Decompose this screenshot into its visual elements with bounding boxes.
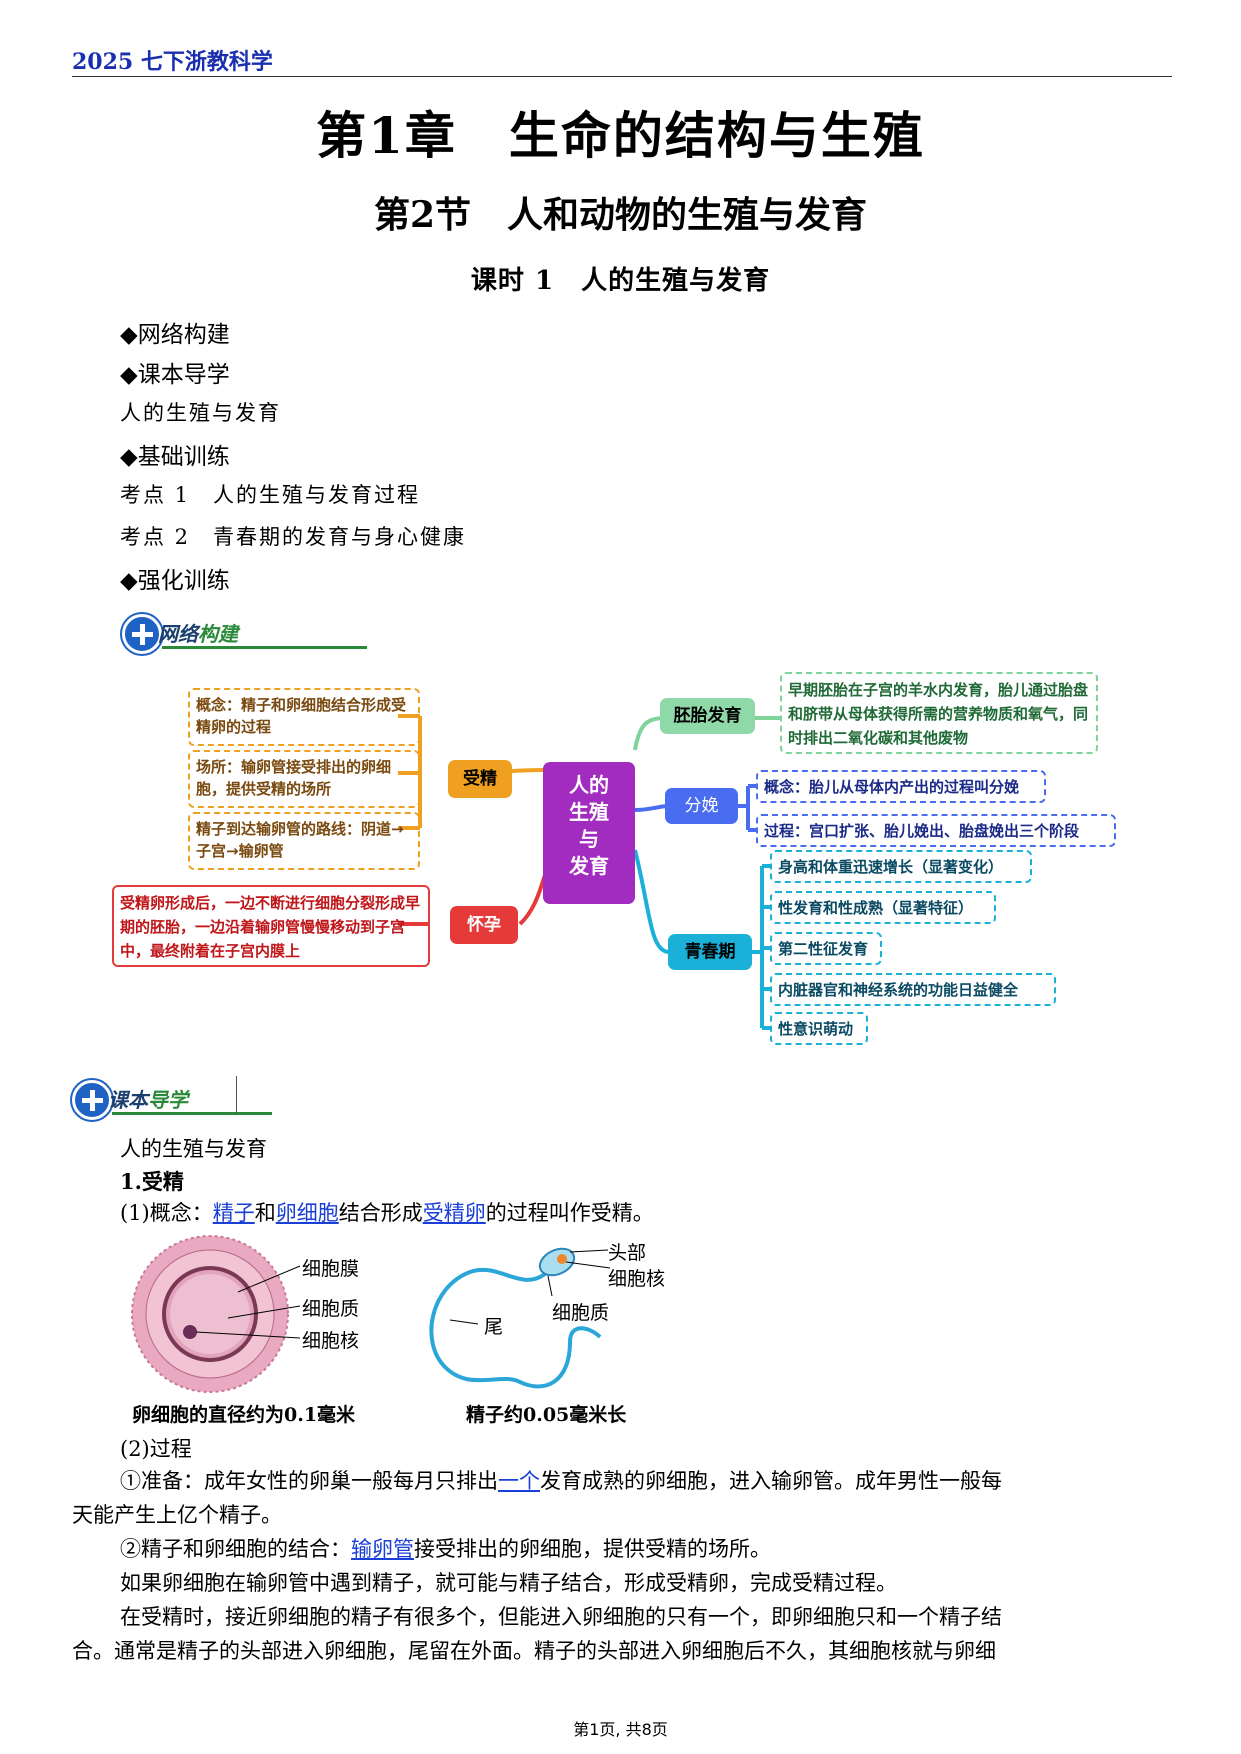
badge-network-a: 网络 <box>158 622 198 646</box>
p2-text-a: ②精子和卵细胞的结合： <box>120 1537 351 1561</box>
fertilization-site: 场所：输卵管接受排出的卵细胞，提供受精的场所 <box>188 750 420 808</box>
node-pregnancy: 怀孕 <box>450 906 518 944</box>
egg-caption: 卵细胞的直径约为0.1毫米 <box>132 1404 356 1426</box>
fertilization-route: 精子到达输卵管的路线：阴道→子宫→输卵管 <box>188 812 420 870</box>
p1-text-a: ①准备：成年女性的卵巢一般每月只排出 <box>120 1469 498 1493</box>
page-footer: 第1页, 共8页 <box>573 1720 668 1739</box>
fertilization-concept: 概念：精子和卵细胞结合形成受精卵的过程 <box>188 688 420 746</box>
header-rule <box>72 76 1172 77</box>
badge-underline <box>112 1112 272 1115</box>
egg-cell-illustration <box>131 1235 301 1393</box>
badge-underline <box>162 646 367 649</box>
connector-pregnancy <box>518 874 547 926</box>
node-delivery: 分娩 <box>665 788 738 824</box>
sperm-label-nucleus: 细胞核 <box>608 1268 666 1290</box>
toc-advanced[interactable]: ◆强化训练 <box>120 568 230 594</box>
paragraph-4b: 合。通常是精子的头部进入卵细胞，尾留在外面。精子的头部进入卵细胞后不久，其细胞核… <box>72 1639 996 1663</box>
node-puberty: 青春期 <box>668 934 752 970</box>
connector-delivery <box>634 804 669 812</box>
badge-textbook-b: 导学 <box>148 1088 188 1112</box>
delivery-concept: 概念：胎儿从母体内产出的过程叫分娩 <box>756 770 1046 803</box>
p2-text-b: 接受排出的卵细胞，提供受精的场所。 <box>414 1537 771 1561</box>
toc-point-1[interactable]: 考点 1 人的生殖与发育过程 <box>120 483 421 507</box>
node-embryo: 胚胎发育 <box>660 698 755 734</box>
egg-label-nucleus: 细胞核 <box>302 1330 360 1352</box>
process-heading: (2)过程 <box>120 1437 192 1461</box>
sperm-illustration <box>429 1247 611 1389</box>
sperm-label-tail: 尾 <box>484 1316 504 1338</box>
puberty-item-4: 内脏器官和神经系统的功能日益健全 <box>770 973 1056 1006</box>
mindmap-connectors <box>398 714 780 1030</box>
egg-label-cytoplasm: 细胞质 <box>302 1298 360 1320</box>
badge-network-b: 构建 <box>198 622 238 646</box>
toc-basic[interactable]: ◆基础训练 <box>120 444 230 470</box>
puberty-item-2: 性发育和性成熟（显著特征） <box>770 891 996 924</box>
content-heading: 人的生殖与发育 <box>120 1137 267 1161</box>
concept-text-c: 的过程叫作受精。 <box>485 1201 654 1225</box>
chapter-title: 第1章 生命的结构与生殖 <box>316 106 925 165</box>
concept-text-and: 和 <box>254 1201 276 1225</box>
plus-icon <box>72 1080 112 1120</box>
pregnancy-description: 受精卵形成后，一边不断进行细胞分裂形成早期的胚胎，一边沿着输卵管慢慢移动到子宫中… <box>112 885 430 967</box>
concept-text-a: (1)概念： <box>120 1201 213 1225</box>
link-one[interactable]: 一个 <box>498 1469 540 1493</box>
plus-icon <box>122 614 162 654</box>
link-zygote[interactable]: 受精卵 <box>422 1201 486 1225</box>
concept-text-b: 结合形成 <box>338 1201 423 1225</box>
badge-divider <box>236 1076 237 1114</box>
puberty-item-1: 身高和体重迅速增长（显著变化） <box>770 850 1032 883</box>
link-egg[interactable]: 卵细胞 <box>275 1201 339 1225</box>
delivery-process: 过程：宫口扩张、胎儿娩出、胎盘娩出三个阶段 <box>756 814 1116 847</box>
embryo-description: 早期胚胎在子宫的羊水内发育，胎儿通过胎盘和脐带从母体获得所需的营养物质和氧气，同… <box>780 672 1098 754</box>
link-sperm[interactable]: 精子 <box>212 1201 255 1225</box>
paragraph-1-cont: 天能产生上亿个精子。 <box>72 1503 282 1527</box>
network-badge: 网络构建 <box>122 612 372 654</box>
concept-line: (1)概念：精子和卵细胞结合形成受精卵的过程叫作受精。 <box>120 1198 654 1229</box>
toc-point-2[interactable]: 考点 2 青春期的发育与身心健康 <box>120 525 467 549</box>
toc-network[interactable]: ◆网络构建 <box>120 322 230 348</box>
content-sub1: 1.受精 <box>120 1169 184 1194</box>
p1-text-b: 发育成熟的卵细胞，进入输卵管。成年男性一般每 <box>540 1469 1002 1493</box>
paragraph-2: ②精子和卵细胞的结合：输卵管接受排出的卵细胞，提供受精的场所。 <box>120 1534 771 1565</box>
node-fertilization: 受精 <box>448 760 512 798</box>
puberty-item-5: 性意识萌动 <box>770 1012 868 1045</box>
link-oviduct[interactable]: 输卵管 <box>351 1537 414 1561</box>
egg-label-membrane: 细胞膜 <box>302 1258 360 1280</box>
paragraph-4a: 在受精时，接近卵细胞的精子有很多个，但能进入卵细胞的只有一个，即卵细胞只和一个精… <box>120 1605 1002 1629</box>
sperm-label-cytoplasm: 细胞质 <box>552 1302 610 1324</box>
textbook-badge: 课本导学 <box>72 1078 322 1120</box>
lesson-title: 课时 1 人的生殖与发育 <box>470 266 771 296</box>
paragraph-1: ①准备：成年女性的卵巢一般每月只排出一个发育成熟的卵细胞，进入输卵管。成年男性一… <box>120 1466 1002 1497</box>
badge-textbook-a: 课本 <box>108 1088 148 1112</box>
sperm-caption: 精子约0.05毫米长 <box>466 1404 627 1426</box>
mindmap-center: 人的 生殖 与 发育 <box>543 762 635 904</box>
sperm-label-head: 头部 <box>608 1242 647 1264</box>
toc-textbook[interactable]: ◆课本导学 <box>120 362 230 388</box>
section-title: 第2节 人和动物的生殖与发育 <box>373 194 868 236</box>
puberty-item-3: 第二性征发育 <box>770 932 882 965</box>
paragraph-3: 如果卵细胞在输卵管中遇到精子，就可能与精子结合，形成受精卵，完成受精过程。 <box>120 1571 897 1595</box>
header-text: 2025 七下浙教科学 <box>72 49 273 75</box>
connector-puberty <box>633 849 669 954</box>
toc-textbook-topic[interactable]: 人的生殖与发育 <box>120 401 281 425</box>
